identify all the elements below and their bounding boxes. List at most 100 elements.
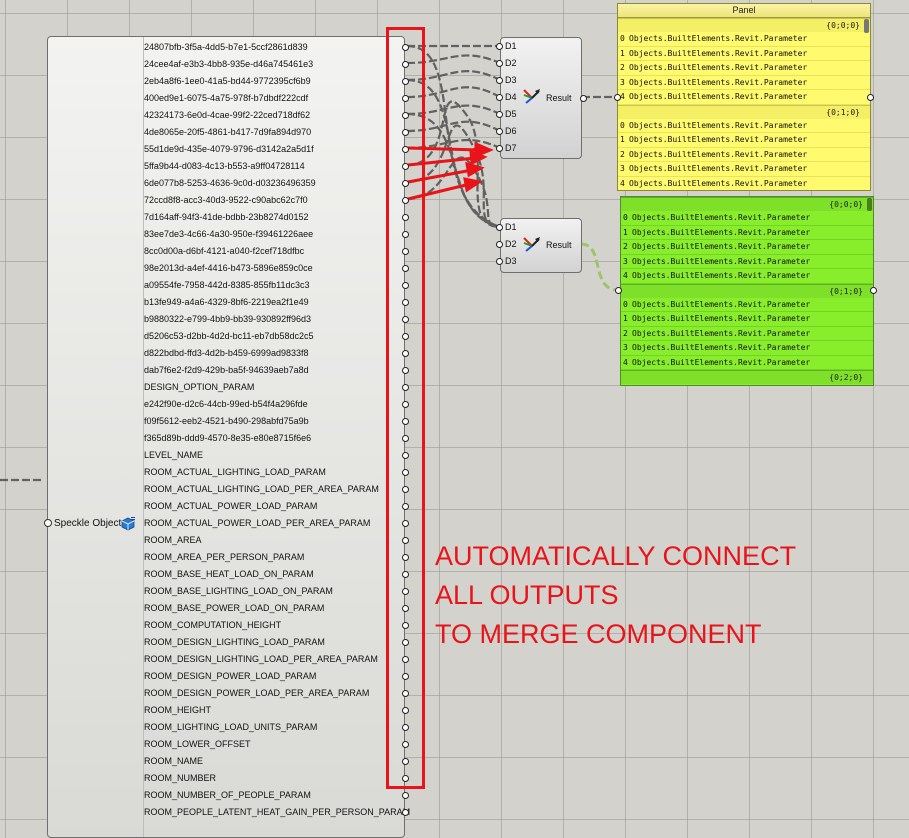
output-grip[interactable] xyxy=(402,537,409,544)
output-grip[interactable] xyxy=(402,401,409,408)
speckle-object-input[interactable]: Speckle Object xyxy=(44,509,143,549)
output-parameter[interactable]: a09554fe-7958-442d-8385-855fb11dc3c3 xyxy=(144,277,409,294)
output-parameter[interactable]: LEVEL_NAME xyxy=(144,447,409,464)
output-grip[interactable] xyxy=(402,469,409,476)
output-parameter[interactable]: ROOM_PEOPLE_LATENT_HEAT_GAIN_PER_PERSON_… xyxy=(144,804,410,821)
output-parameter[interactable]: ROOM_ACTUAL_LIGHTING_LOAD_PER_AREA_PARAM xyxy=(144,481,409,498)
output-parameter[interactable]: 8cc0d00a-d6bf-4121-a040-f2cef718dfbc xyxy=(144,243,409,260)
output-grip[interactable] xyxy=(402,571,409,578)
merge-input-grip[interactable] xyxy=(496,111,503,118)
merge-input-grip[interactable] xyxy=(496,128,503,135)
merge-input-grip[interactable] xyxy=(496,77,503,84)
output-grip[interactable] xyxy=(402,605,409,612)
output-parameter[interactable]: ROOM_DESIGN_POWER_LOAD_PARAM xyxy=(144,668,409,685)
output-grip[interactable] xyxy=(402,333,409,340)
output-parameter[interactable]: ROOM_DESIGN_LIGHTING_LOAD_PER_AREA_PARAM xyxy=(144,651,409,668)
output-grip[interactable] xyxy=(402,95,409,102)
output-parameter[interactable]: ROOM_DESIGN_POWER_LOAD_PER_AREA_PARAM xyxy=(144,685,409,702)
output-parameter[interactable]: 98e2013d-a4ef-4416-b473-5896e859c0ce xyxy=(144,260,409,277)
output-grip[interactable] xyxy=(402,418,409,425)
merge-input-grip[interactable] xyxy=(496,43,503,50)
output-grip[interactable] xyxy=(402,299,409,306)
output-grip[interactable] xyxy=(402,78,409,85)
output-parameter[interactable]: ROOM_BASE_POWER_LOAD_ON_PARAM xyxy=(144,600,409,617)
output-parameter[interactable]: b13fe949-a4a6-4329-8bf6-2219ea2f1e49 xyxy=(144,294,409,311)
output-parameter[interactable]: ROOM_LIGHTING_LOAD_UNITS_PARAM xyxy=(144,719,409,736)
output-grip[interactable] xyxy=(402,554,409,561)
output-parameter[interactable]: ROOM_NUMBER xyxy=(144,770,409,787)
merge-input-d7[interactable]: D7 xyxy=(496,143,517,153)
output-parameter[interactable]: ROOM_DESIGN_LIGHTING_LOAD_PARAM xyxy=(144,634,409,651)
output-grip[interactable] xyxy=(402,197,409,204)
output-grip[interactable] xyxy=(402,435,409,442)
output-parameter[interactable]: 24807bfb-3f5a-4dd5-b7e1-5ccf2861d839 xyxy=(144,39,409,56)
output-grip[interactable] xyxy=(402,792,409,799)
output-grip[interactable] xyxy=(402,129,409,136)
merge-input-grip[interactable] xyxy=(496,145,503,152)
output-parameter[interactable]: 72ccd8f8-acc3-40d3-9522-c90abc62c7f0 xyxy=(144,192,409,209)
output-parameter[interactable]: 83ee7de3-4c66-4a30-950e-f39461226aee xyxy=(144,226,409,243)
output-grip[interactable] xyxy=(402,61,409,68)
output-parameter[interactable]: f365d89b-ddd9-4570-8e35-e80e8715f6e6 xyxy=(144,430,409,447)
output-grip[interactable] xyxy=(402,741,409,748)
output-grip[interactable] xyxy=(402,112,409,119)
output-grip[interactable] xyxy=(402,520,409,527)
merge-input-grip[interactable] xyxy=(496,60,503,67)
output-parameter[interactable]: ROOM_BASE_LIGHTING_LOAD_ON_PARAM xyxy=(144,583,409,600)
output-grip[interactable] xyxy=(402,639,409,646)
output-grip[interactable] xyxy=(402,690,409,697)
output-grip[interactable] xyxy=(402,588,409,595)
output-parameter[interactable]: 400ed9e1-6075-4a75-978f-b7dbdf222cdf xyxy=(144,90,409,107)
merge-input-d4[interactable]: D4 xyxy=(496,92,517,102)
output-parameter[interactable]: 24cee4af-e3b3-4bb8-935e-d46a745461e3 xyxy=(144,56,409,73)
yellow-panel-output-grip[interactable] xyxy=(867,94,874,101)
output-parameter[interactable]: ROOM_ACTUAL_POWER_LOAD_PER_AREA_PARAM xyxy=(144,515,409,532)
merge-input-grip[interactable] xyxy=(496,258,503,265)
output-grip[interactable] xyxy=(402,656,409,663)
output-grip[interactable] xyxy=(402,231,409,238)
output-grip[interactable] xyxy=(402,452,409,459)
merge-input-d5[interactable]: D5 xyxy=(496,109,517,119)
green-panel-input-grip[interactable] xyxy=(615,287,622,294)
expand-object-component[interactable]: Speckle Object 24807bfb-3f5a-4dd5-b7e1-5… xyxy=(44,36,410,838)
yellow-panel-input-grip[interactable] xyxy=(614,94,621,101)
output-grip[interactable] xyxy=(402,486,409,493)
output-parameter[interactable]: ROOM_ACTUAL_POWER_LOAD_PARAM xyxy=(144,498,409,515)
output-grip[interactable] xyxy=(402,384,409,391)
output-grip[interactable] xyxy=(402,707,409,714)
output-grip[interactable] xyxy=(402,146,409,153)
output-grip[interactable] xyxy=(402,316,409,323)
output-parameter[interactable]: 2eb4a8f6-1ee0-41a5-bd44-9772395cf6b9 xyxy=(144,73,409,90)
merge-input-d2[interactable]: D2 xyxy=(496,239,517,249)
output-grip[interactable] xyxy=(402,214,409,221)
panel-scrollbar[interactable] xyxy=(867,198,872,211)
output-parameter[interactable]: ROOM_BASE_HEAT_LOAD_ON_PARAM xyxy=(144,566,409,583)
output-parameter[interactable]: DESIGN_OPTION_PARAM xyxy=(144,379,409,396)
output-parameter[interactable]: ROOM_COMPUTATION_HEIGHT xyxy=(144,617,409,634)
output-grip[interactable] xyxy=(402,775,409,782)
output-grip[interactable] xyxy=(402,163,409,170)
output-parameter[interactable]: dab7f6e2-f2d9-429b-ba5f-94639aeb7a8d xyxy=(144,362,409,379)
output-parameter[interactable]: ROOM_HEIGHT xyxy=(144,702,409,719)
merge-1-output-grip[interactable] xyxy=(580,95,587,102)
output-parameter[interactable]: e242f90e-d2c6-44cb-99ed-b54f4a296fde xyxy=(144,396,409,413)
output-parameter[interactable]: 7d164aff-94f3-41de-bdbb-23b8274d0152 xyxy=(144,209,409,226)
output-grip[interactable] xyxy=(402,673,409,680)
output-parameter[interactable]: b9880322-e799-4bb9-bb39-930892ff96d3 xyxy=(144,311,409,328)
output-parameter[interactable]: 6de077b8-5253-4636-9c0d-d03236496359 xyxy=(144,175,409,192)
output-grip[interactable] xyxy=(402,367,409,374)
output-grip[interactable] xyxy=(402,503,409,510)
output-grip[interactable] xyxy=(402,622,409,629)
merge-input-d6[interactable]: D6 xyxy=(496,126,517,136)
output-parameter[interactable]: f09f5612-eeb2-4521-b490-298abfd75a9b xyxy=(144,413,409,430)
merge-1-output[interactable]: Result xyxy=(546,93,587,103)
output-parameter[interactable]: ROOM_ACTUAL_LIGHTING_LOAD_PARAM xyxy=(144,464,409,481)
output-grip[interactable] xyxy=(402,758,409,765)
output-parameter[interactable]: d822bdbd-ffd3-4d2b-b459-6999ad9833f8 xyxy=(144,345,409,362)
panel-scrollbar[interactable] xyxy=(864,19,869,33)
merge-input-d3[interactable]: D3 xyxy=(496,75,517,85)
